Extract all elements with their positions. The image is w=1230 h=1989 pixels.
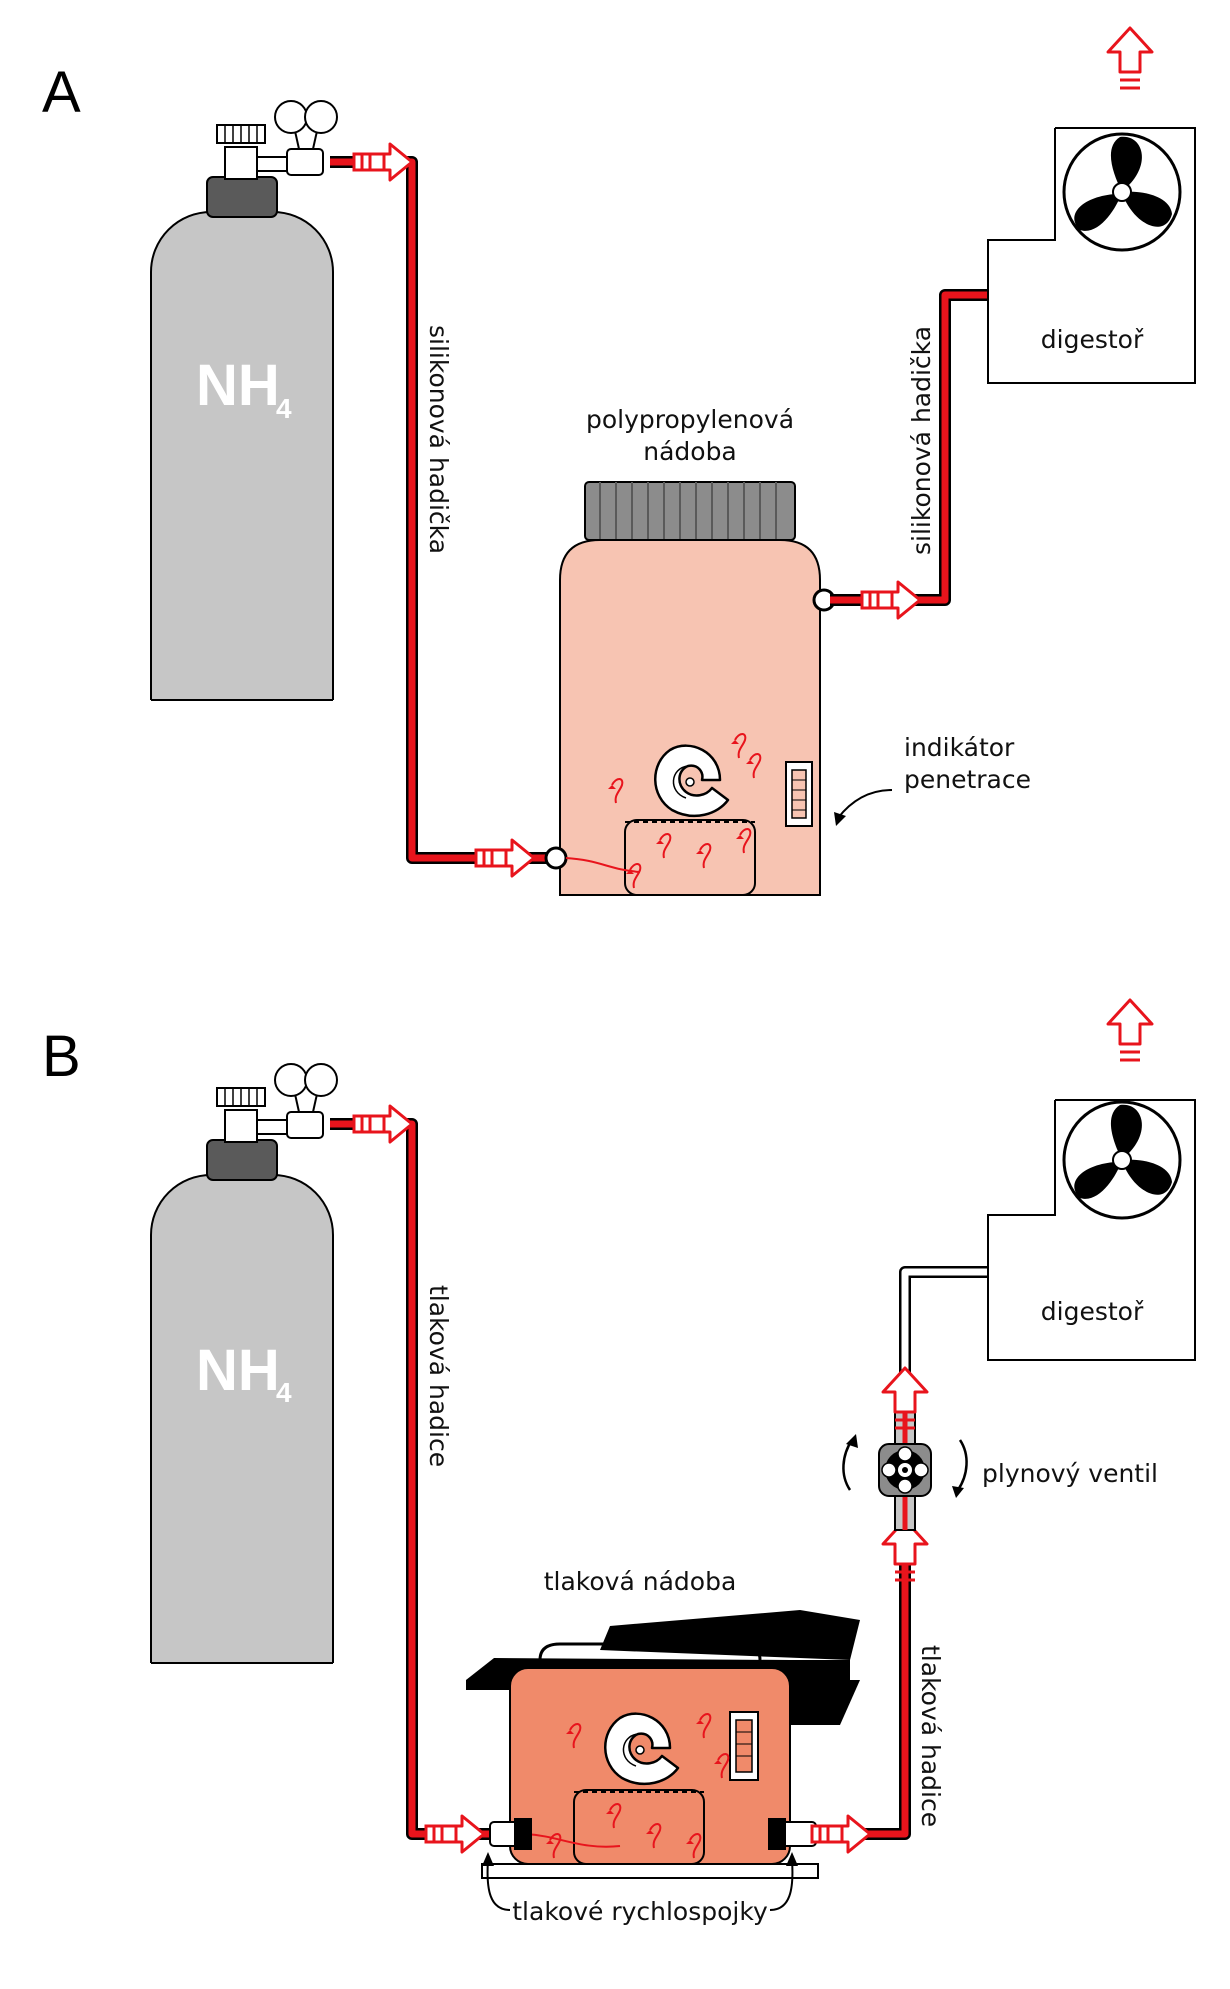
flow-arrow-icon: [860, 580, 922, 620]
fume-hood: [987, 127, 1196, 384]
cylinder-label-sub: 4: [276, 393, 292, 424]
pp-container: [544, 481, 836, 896]
rotate-arrows-icon: [842, 1434, 968, 1498]
vessel-label: tlaková nádoba: [544, 1567, 737, 1596]
hose-label-left: tlaková hadice: [424, 1285, 453, 1467]
flow-arrow-icon: [352, 142, 414, 182]
panel-a: A NH 4 silikonová hadička: [42, 26, 1196, 896]
valve-icon: [878, 1409, 932, 1531]
hood-label: digestoř: [1041, 325, 1144, 354]
fume-hood: [987, 1099, 1196, 1361]
exhaust-arrow-icon: [1106, 998, 1154, 1062]
hose-label-right: silikonová hadička: [907, 326, 936, 555]
valve-label: plynový ventil: [982, 1459, 1158, 1488]
exhaust-arrow-icon: [1106, 26, 1154, 90]
fan-icon: [1062, 1100, 1182, 1220]
couplings-label: tlakové rychlospojky: [512, 1897, 768, 1926]
container-label-line2: nádoba: [643, 437, 737, 466]
fan-icon: [1062, 132, 1182, 252]
panel-a-letter: A: [42, 60, 81, 125]
flow-arrow-icon: [810, 1814, 872, 1854]
indicator-label-line2: penetrace: [904, 765, 1031, 794]
hose-label-left: silikonová hadička: [424, 325, 453, 554]
penetration-indicator: [729, 1711, 759, 1781]
penetration-indicator: [785, 761, 813, 827]
flow-arrow-icon: [352, 1104, 414, 1144]
indicator-label-line1: indikátor: [904, 733, 1015, 762]
hose-label-right: tlaková hadice: [916, 1645, 945, 1827]
quick-coupling-right: [768, 1818, 817, 1850]
container-label-line1: polypropylenová: [586, 405, 794, 434]
cylinder-label: NH: [196, 1338, 280, 1403]
pressure-vessel: [466, 1610, 860, 1879]
exhaust-hose: [899, 1266, 1004, 1410]
hood-label: digestoř: [1041, 1297, 1144, 1326]
panel-b: B NH 4 tlaková hadice: [42, 998, 1196, 1926]
quick-coupling-left: [489, 1818, 532, 1850]
cylinder-label: NH: [196, 353, 280, 418]
flow-arrow-icon: [424, 1814, 486, 1854]
pressure-hose-left: [330, 1118, 490, 1840]
cylinder-label-sub: 4: [276, 1377, 292, 1408]
flow-arrow-icon: [881, 1366, 929, 1430]
panel-b-letter: B: [42, 1024, 81, 1089]
flow-arrow-icon: [474, 838, 536, 878]
